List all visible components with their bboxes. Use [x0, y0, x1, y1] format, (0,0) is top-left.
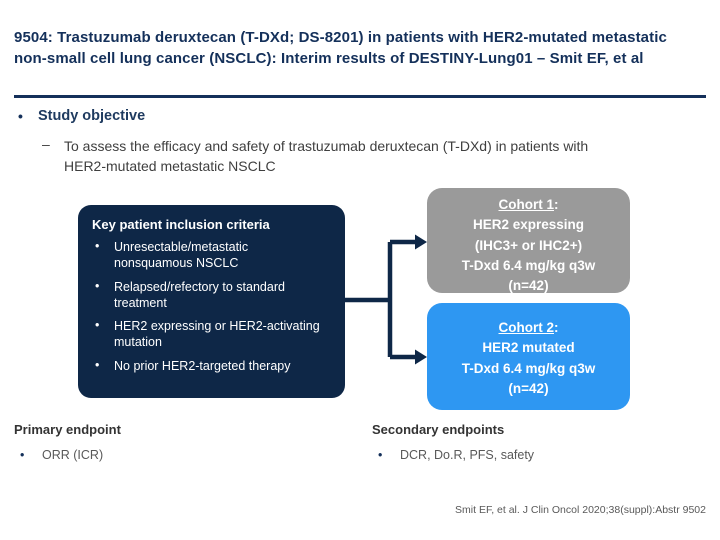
primary-endpoint-item: • ORR (ICR) [14, 448, 103, 462]
citation-text: Smit EF, et al. J Clin Oncol 2020;38(sup… [455, 504, 706, 516]
inclusion-criteria-box: Key patient inclusion criteria • Unresec… [78, 205, 345, 398]
list-item: • Unresectable/metastatic nonsquamous NS… [92, 239, 333, 272]
secondary-endpoints-item: • DCR, Do.R, PFS, safety [372, 448, 534, 462]
cohort2-colon: : [554, 320, 559, 335]
primary-endpoint-text: ORR (ICR) [42, 448, 104, 462]
cohort2-line: (n=42) [508, 380, 549, 396]
slide-title: 9504: Trastuzumab deruxtecan (T-DXd; DS-… [14, 29, 667, 67]
bullet-marker: • [20, 448, 25, 462]
criteria-item-text: No prior HER2-targeted therapy [114, 358, 291, 373]
cohort2-title: Cohort 2: [427, 318, 630, 338]
title-divider [14, 95, 706, 98]
study-objective-heading: Study objective [38, 108, 146, 124]
primary-endpoint-heading: Primary endpoint [14, 422, 121, 437]
bullet-marker: • [18, 108, 23, 124]
criteria-item-text: Unresectable/metastatic nonsquamous NSCL… [114, 240, 249, 271]
cohort1-line: (n=42) [508, 278, 549, 293]
dash-marker: – [42, 136, 50, 152]
criteria-item-text: Relapsed/refectory to standard treatment [114, 279, 285, 310]
cohort2-line: HER2 mutated [482, 340, 575, 356]
list-item: • No prior HER2-targeted therapy [92, 358, 333, 374]
list-item: • Relapsed/refectory to standard treatme… [92, 279, 333, 312]
cohort1-title: Cohort 1: [427, 195, 630, 215]
cohort1-box: Cohort 1: HER2 expressing (IHC3+ or IHC2… [427, 188, 630, 293]
bullet-marker: • [95, 239, 100, 253]
cohort1-colon: : [554, 197, 559, 212]
criteria-item-text: HER2 expressing or HER2-activating mutat… [114, 319, 320, 350]
bullet-marker: • [95, 357, 100, 372]
cohort2-line: T-Dxd 6.4 mg/kg q3w [461, 360, 596, 376]
bullet-marker: • [95, 318, 100, 332]
cohort1-line: (IHC3+ or IHC2+) [474, 237, 583, 253]
study-objective-subbullet-row: – To assess the efficacy and safety of t… [42, 136, 609, 177]
study-objective-text: To assess the efficacy and safety of tra… [64, 138, 589, 175]
bullet-marker: • [95, 278, 100, 293]
cohort1-line: HER2 expressing [472, 217, 585, 233]
inclusion-criteria-heading: Key patient inclusion criteria [92, 217, 270, 232]
cohort2-label: Cohort 2 [498, 320, 555, 335]
cohort1-label: Cohort 1 [498, 197, 555, 212]
cohort1-line: T-Dxd 6.4 mg/kg q3w [461, 257, 596, 273]
secondary-endpoints-text: DCR, Do.R, PFS, safety [400, 448, 535, 462]
secondary-endpoints-heading: Secondary endpoints [372, 422, 505, 437]
list-item: • HER2 expressing or HER2-activating mut… [92, 318, 333, 351]
bullet-marker: • [378, 448, 383, 462]
cohort2-box: Cohort 2: HER2 mutated T-Dxd 6.4 mg/kg q… [427, 303, 630, 410]
study-objective-heading-row: • Study objective [18, 108, 145, 124]
